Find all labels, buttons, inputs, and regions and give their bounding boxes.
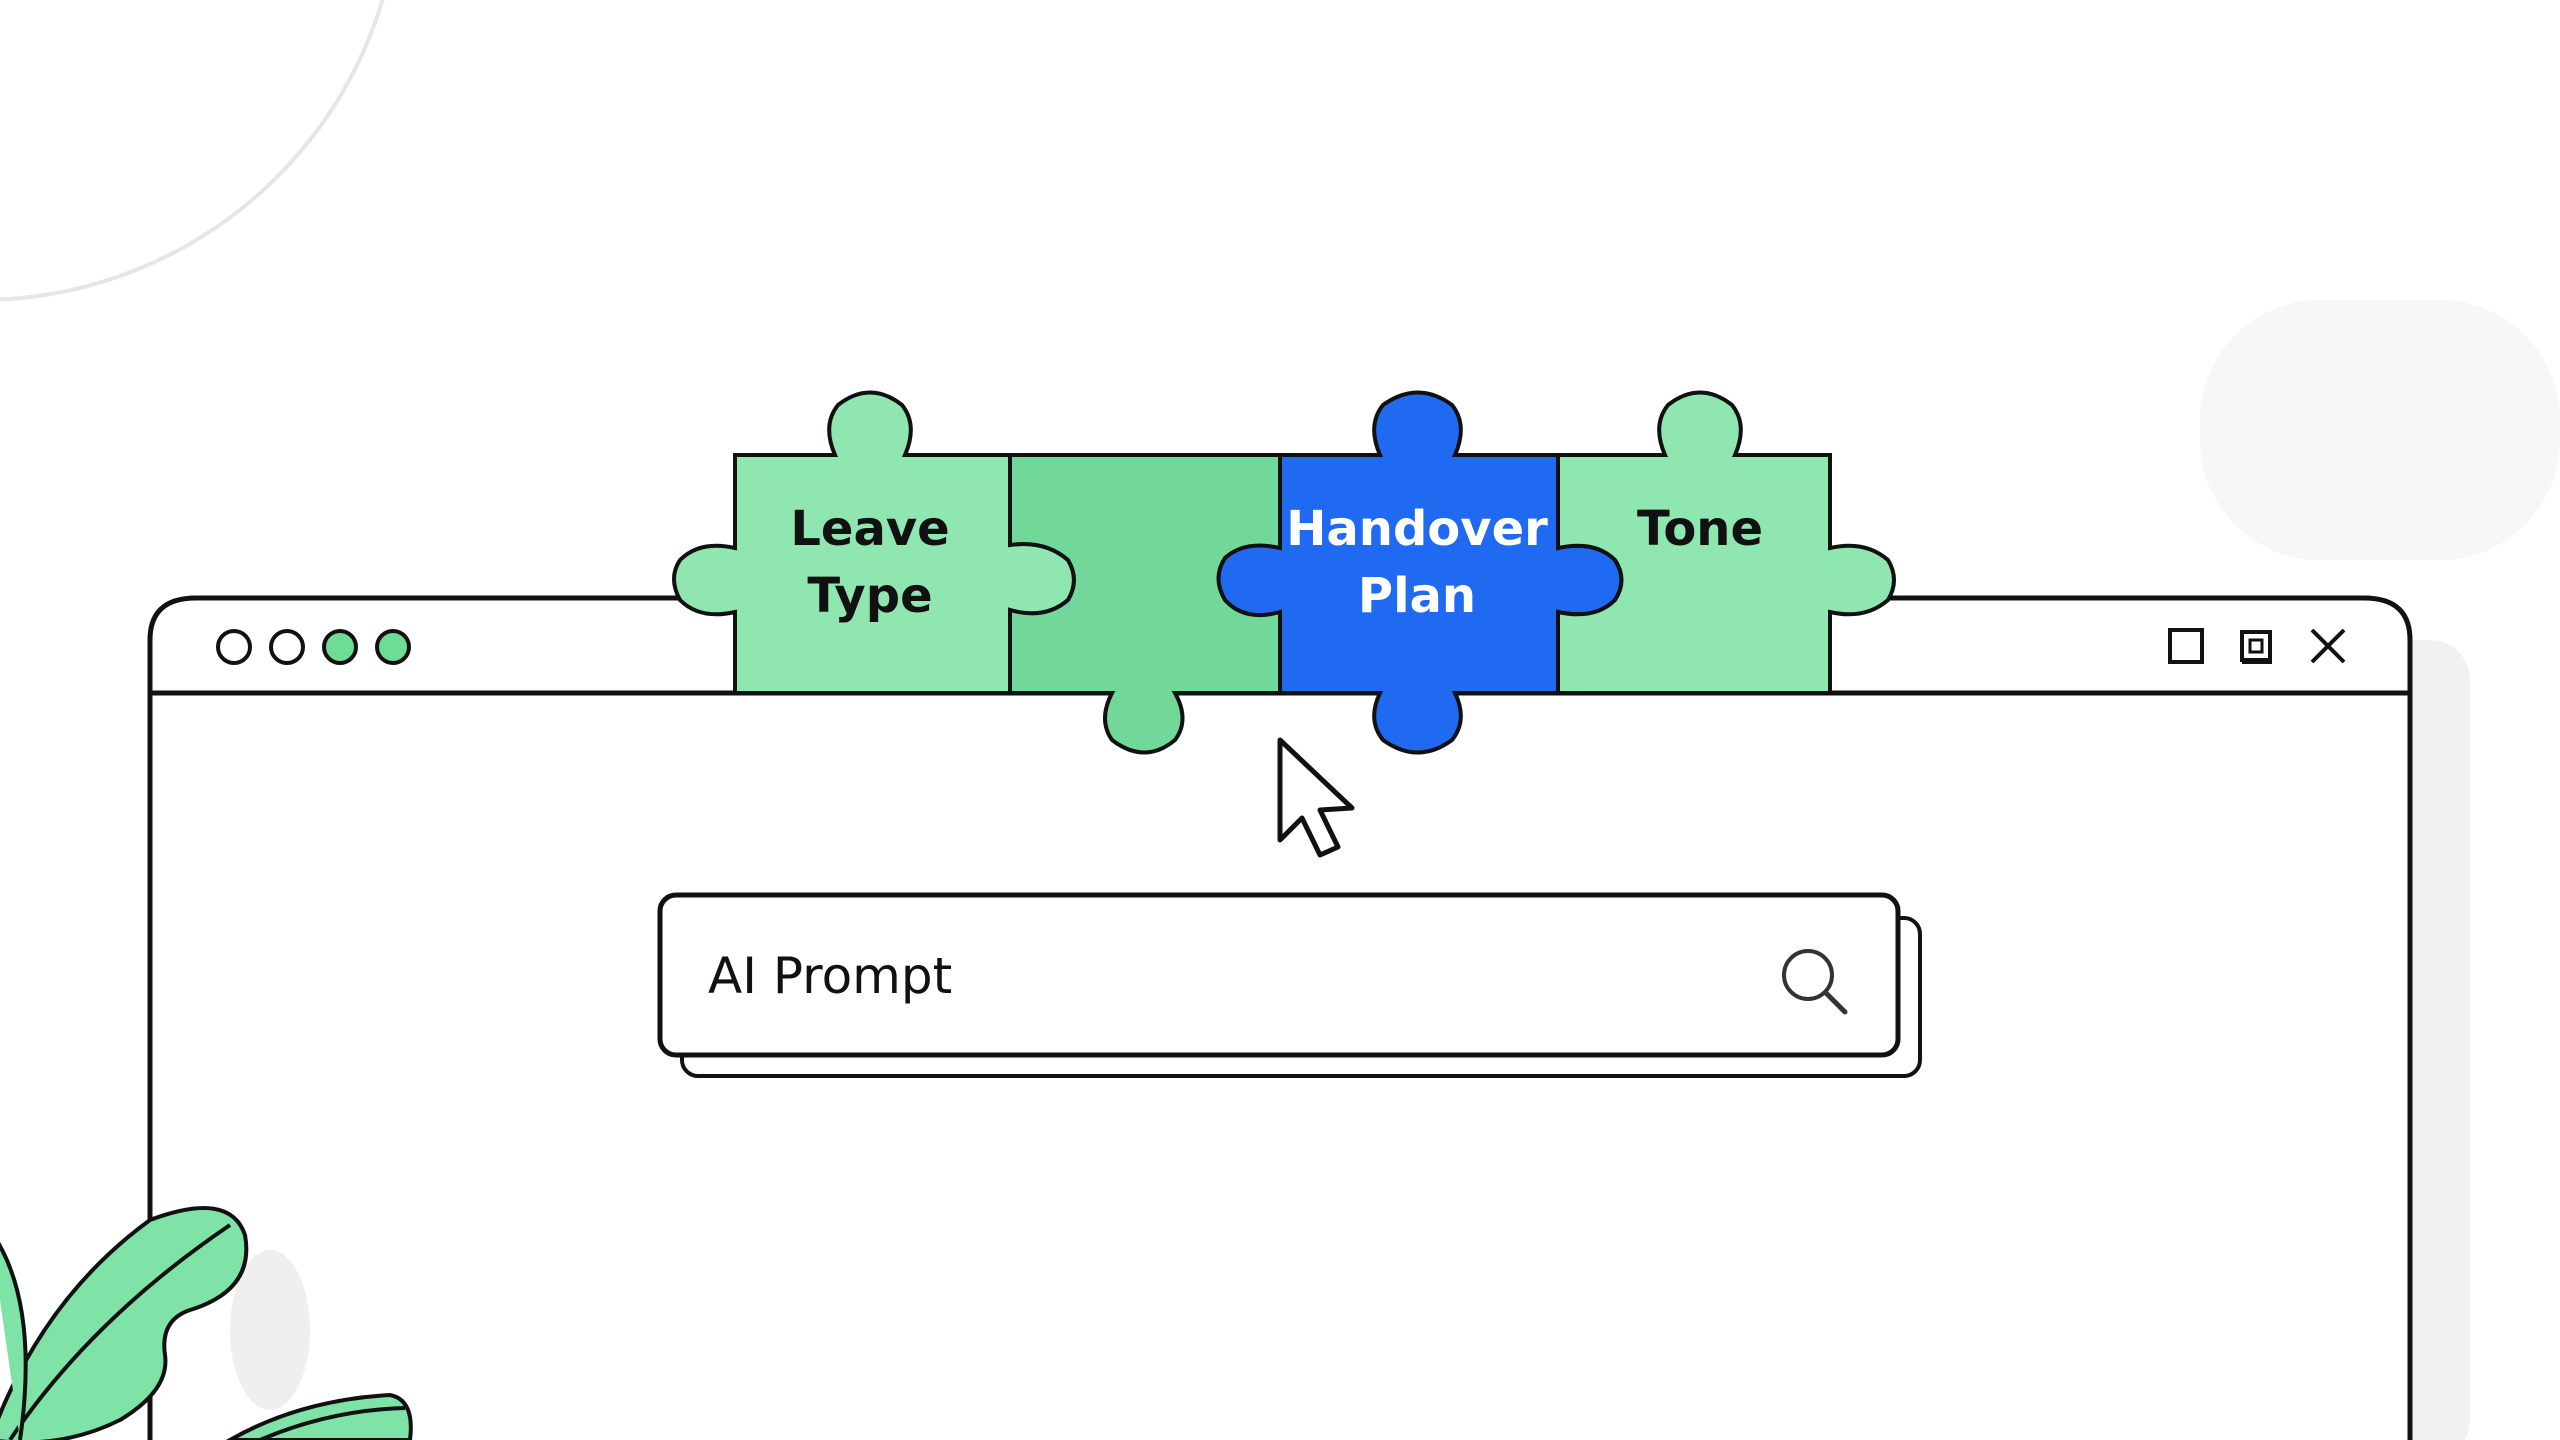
leaf-decoration (0, 1206, 413, 1440)
puzzle-piece-blank[interactable] (1008, 453, 1282, 755)
window-dot-3[interactable] (322, 629, 358, 665)
window-dot-2[interactable] (269, 629, 305, 665)
decorative-arc (0, 0, 385, 302)
search-input[interactable] (657, 892, 1901, 1058)
puzzle-group: Leave Type Handover Plan Tone (672, 390, 1896, 755)
restore-icon[interactable] (2240, 630, 2272, 664)
mouse-pointer-icon (1277, 737, 1355, 858)
search-icon[interactable] (1782, 949, 1848, 1015)
window-dot-4[interactable] (375, 629, 411, 665)
puzzle-piece-tone[interactable]: Tone (1556, 390, 1896, 695)
piece-label-line1: Tone (1637, 501, 1763, 557)
piece-label-line1: Handover (1286, 501, 1548, 557)
search-placeholder: AI Prompt (708, 947, 952, 1005)
close-icon[interactable] (2310, 628, 2346, 664)
piece-label-line2: Plan (1358, 568, 1476, 624)
search-bar[interactable]: AI Prompt (657, 892, 1922, 1078)
window-dot-1[interactable] (216, 629, 252, 665)
square-icon[interactable] (2168, 628, 2204, 664)
piece-label-line2: Type (807, 568, 932, 624)
background-haze (2200, 300, 2560, 560)
piece-label-line1: Leave (790, 501, 949, 557)
puzzle-piece-leave-type[interactable]: Leave Type (672, 390, 1076, 695)
